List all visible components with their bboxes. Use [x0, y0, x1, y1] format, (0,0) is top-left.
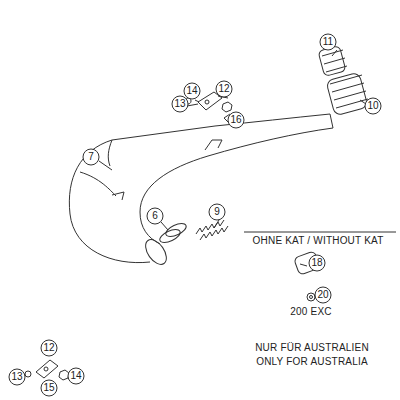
callout-number: 18: [311, 258, 322, 268]
callout-circle: [83, 149, 99, 165]
callout-number: 20: [317, 290, 328, 300]
callout-number: 15: [43, 383, 54, 393]
nut: [222, 102, 232, 112]
bolt: [44, 367, 48, 371]
callout-circle: [172, 96, 188, 112]
callout-number: 7: [88, 152, 94, 162]
sleeve-rib: [330, 75, 368, 108]
nut: [59, 370, 69, 380]
callout-number: 14: [186, 86, 197, 96]
callout-circle: [41, 380, 57, 396]
callout-number: 11: [323, 37, 333, 47]
callout-circle: [41, 340, 57, 356]
callout-circle: [184, 83, 200, 99]
note-text: OHNE KAT / WITHOUT KAT: [253, 236, 384, 246]
callout-circle: [9, 369, 25, 385]
bolt: [205, 100, 209, 104]
callout-circle: [147, 208, 163, 224]
note-text: NUR FÜR AUSTRALIEN: [255, 343, 369, 353]
callout-number: 12: [43, 343, 54, 353]
pipe-seam: [80, 140, 116, 196]
rubber-sleeve: [326, 72, 368, 116]
callout-number: 16: [230, 115, 241, 125]
callout-circle: [209, 204, 225, 220]
callout-circle: [365, 98, 381, 114]
pipe-tab: [112, 192, 124, 200]
callout-number: 12: [218, 84, 229, 94]
leader-line: [99, 50, 366, 297]
callout-number: 13: [11, 372, 22, 382]
callout-number: 10: [367, 101, 378, 111]
callout-number: 13: [174, 99, 185, 109]
callout-circle: [320, 34, 336, 50]
callout-number: 9: [214, 207, 220, 217]
note-text: ONLY FOR AUSTRALIA: [256, 357, 368, 367]
note-text: 200 EXC: [290, 307, 331, 317]
inlet-flange: [141, 236, 170, 268]
callout-number: 14: [70, 371, 81, 381]
washer: [25, 371, 31, 377]
spring: [200, 226, 228, 240]
callout-circle: [315, 287, 331, 303]
callout-circle: [309, 255, 325, 271]
pipe-tab: [205, 140, 222, 150]
small-part: [307, 293, 315, 301]
callout-circle: [68, 368, 84, 384]
callout-circle: [228, 112, 244, 128]
separator-line: [244, 232, 396, 233]
callout-circle: [216, 81, 232, 97]
callout-number: 6: [152, 211, 158, 221]
small-part: [310, 296, 313, 299]
bracket: [36, 360, 58, 378]
